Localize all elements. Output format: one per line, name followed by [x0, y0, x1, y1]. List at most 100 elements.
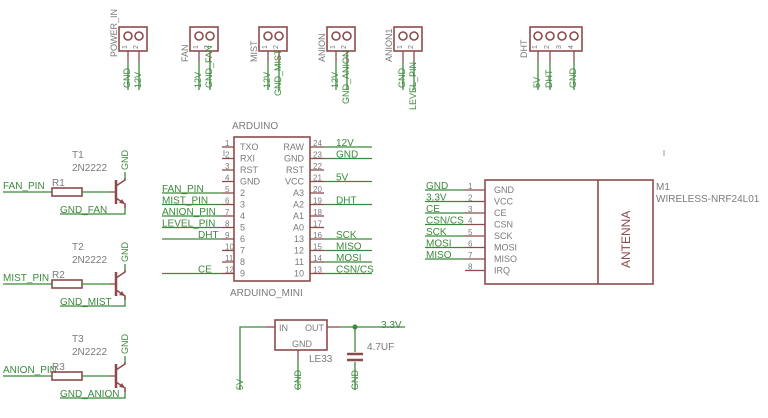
arduino-pin-number: 21	[313, 174, 322, 183]
arduino-pin-name: A3	[293, 188, 304, 198]
radio-pin-number: 7	[468, 251, 473, 260]
radio-pin-number: 5	[468, 228, 473, 237]
arduino-pin-number: 11	[225, 254, 234, 263]
arduino-left-net: ANION_PIN	[162, 207, 216, 218]
arduino-left-pin: 2 RXI	[222, 151, 255, 164]
radio-net: SCK	[426, 227, 447, 238]
arduino-pin-number: 5	[225, 185, 230, 194]
radio-antenna-label: ANTENNA	[619, 211, 633, 268]
arduino-pin-name: 9	[240, 269, 245, 279]
arduino-left-net: LEVEL_PIN	[162, 219, 215, 230]
arduino-pin-name: 7	[240, 246, 245, 256]
header-mist-name: MIST	[249, 40, 259, 62]
header-dht-pin-1: 5V	[532, 77, 542, 88]
svg-text:2: 2	[273, 45, 280, 49]
regulator-in-net: 5V	[235, 379, 245, 390]
regulator-out-net: 3.3V	[381, 320, 402, 331]
svg-text:4: 4	[568, 45, 575, 49]
arduino-pin-number: 9	[225, 231, 230, 240]
arduino-left-net: FAN_PIN	[162, 184, 204, 195]
transistor-ref: T3	[72, 334, 84, 345]
arduino-pin-number: 6	[225, 197, 230, 206]
svg-text:1: 1	[122, 45, 129, 49]
arduino-pin-number: 20	[313, 185, 322, 194]
arduino-pin-number: 15	[313, 243, 322, 252]
capacitor-gnd-net: GND	[350, 370, 360, 391]
arduino-pin-name: RXI	[240, 154, 255, 164]
arduino-pin-number: 2	[225, 151, 230, 160]
arduino-right-pin: 19 A2 DHT	[293, 196, 372, 210]
arduino-pin-name: A1	[293, 211, 304, 221]
transistor-input-net: ANION_PIN	[3, 365, 57, 376]
radio-net: CE	[426, 204, 440, 215]
radio-net: CSN/CS	[426, 216, 464, 227]
radio-pin-number: 1	[468, 182, 473, 191]
svg-text:2: 2	[204, 45, 211, 49]
arduino-pin-name: A2	[293, 200, 304, 210]
arduino-right-net: 12V	[336, 138, 354, 149]
arduino-pin-number: 13	[313, 266, 322, 275]
arduino-right-net: MISO	[336, 242, 362, 253]
arduino-pin-number: 24	[313, 139, 322, 148]
arduino-pin-name: RST	[286, 165, 305, 175]
transistor-gnd-net: GND	[120, 334, 130, 355]
arduino-right-net: MOSI	[336, 253, 362, 264]
radio-pin-number: 3	[468, 205, 473, 214]
header-dht-pin-2: DHT	[544, 69, 554, 88]
arduino-right-net: GND	[336, 150, 358, 161]
arduino-right-net: SCK	[336, 230, 357, 241]
transistor-ref: T2	[72, 242, 84, 253]
regulator-gnd-net: GND	[293, 370, 303, 391]
radio-net: MISO	[426, 250, 452, 261]
header-anion1-pin-1: GND	[397, 68, 407, 89]
arduino-pin-number: 19	[313, 197, 322, 206]
transistor-output-net: GND_ANION	[60, 389, 119, 400]
radio-pin-name: MOSI	[494, 243, 517, 253]
header-anion1: ANION1 1 2 GND LEVEL_PIN	[384, 26, 423, 110]
radio-ref: M1	[656, 182, 670, 193]
transistor-input-net: FAN_PIN	[3, 181, 45, 192]
arduino-pin-name: TXO	[240, 142, 259, 152]
svg-text:2: 2	[408, 45, 415, 49]
transistor-gnd-net: GND	[120, 242, 130, 263]
radio-part: WIRELESS-NRF24L01	[656, 194, 760, 205]
header-power-in: POWER_IN 1 2 GND 12V	[109, 9, 148, 90]
arduino-pin-name: 4	[240, 211, 245, 221]
header-fan-pin-2: GND_FAN	[204, 45, 214, 88]
arduino-subtitle: ARDUINO_MINI	[230, 288, 303, 299]
arduino-title: ARDUINO	[232, 121, 278, 132]
header-anion1-pin-2: LEVEL_PIN	[408, 62, 418, 110]
arduino-left-net: CE	[198, 265, 212, 276]
svg-text:2: 2	[544, 45, 551, 49]
arduino-pin-name: A0	[293, 223, 304, 233]
resistor-ref: R1	[52, 178, 65, 189]
arduino-pin-number: 18	[313, 208, 322, 217]
arduino-pin-name: RST	[240, 165, 259, 175]
radio-net: GND	[426, 181, 448, 192]
arduino-right-net: DHT	[336, 196, 357, 207]
header-power-in-name: POWER_IN	[109, 9, 119, 57]
arduino-pin-number: 14	[313, 254, 322, 263]
